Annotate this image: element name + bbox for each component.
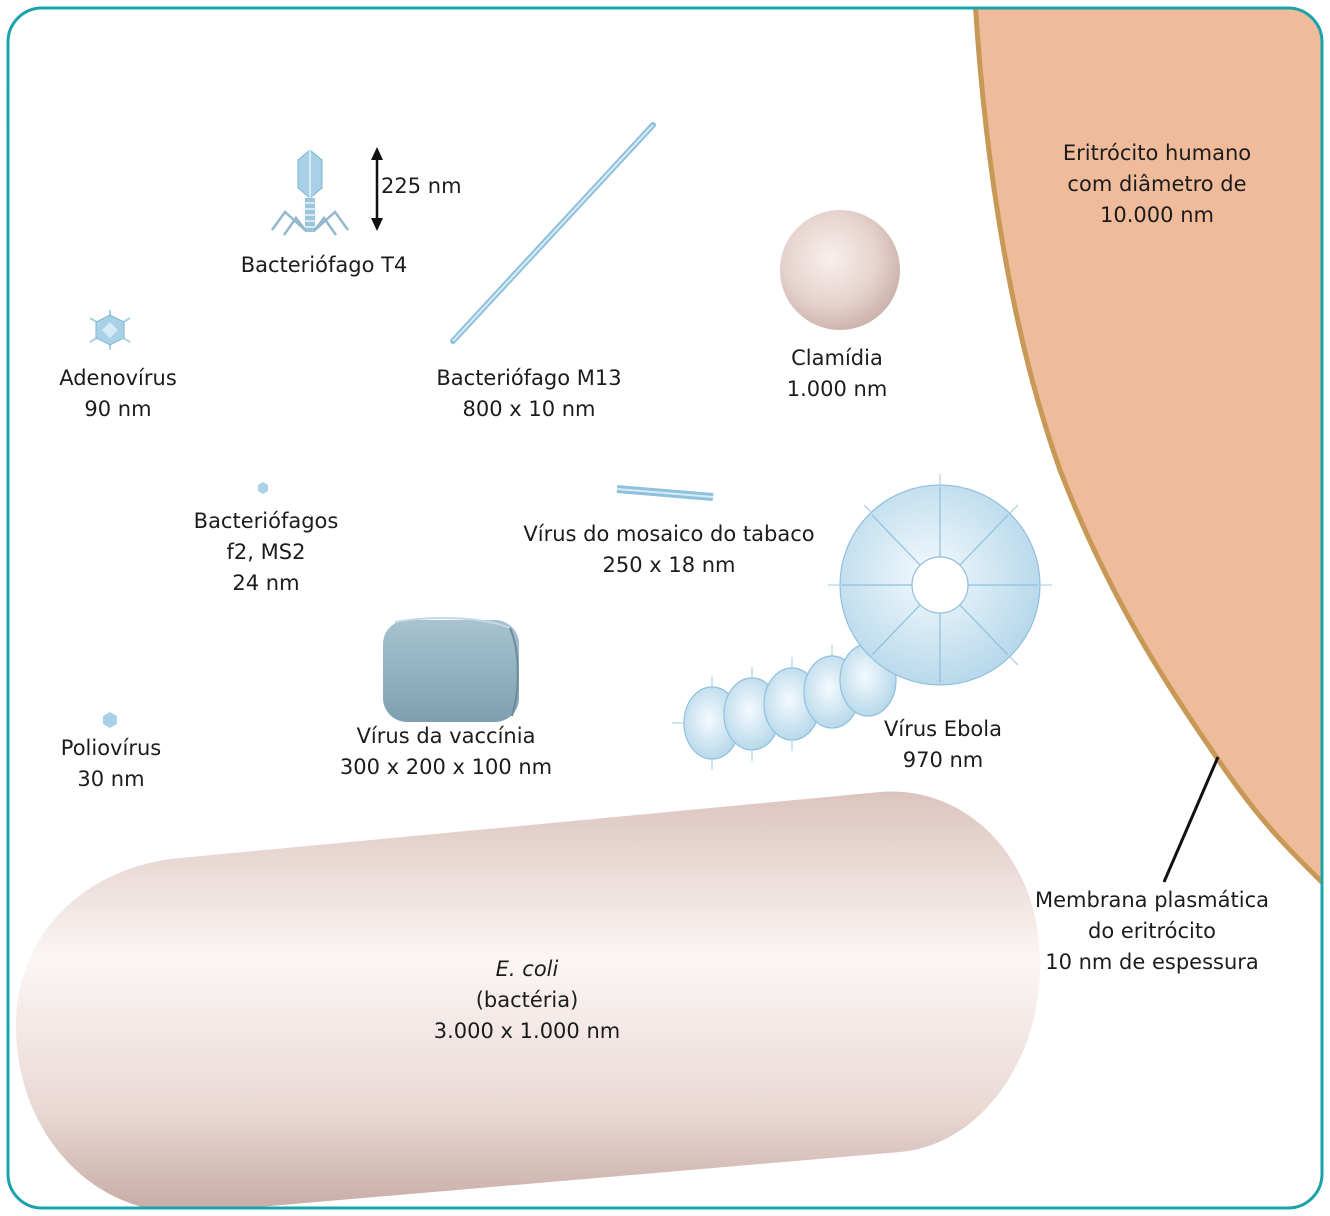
- erythrocyte-shape: [975, 0, 1330, 900]
- vaccinia-label: Vírus da vaccínia 300 x 200 x 100 nm: [340, 721, 552, 783]
- ecoli-label: E. coli (bactéria) 3.000 x 1.000 nm: [434, 954, 620, 1047]
- poliovirus-size: 30 nm: [61, 764, 161, 795]
- f2-line2: f2, MS2: [194, 537, 339, 568]
- vaccinia-size: 300 x 200 x 100 nm: [340, 752, 552, 783]
- adenovirus-name: Adenovírus: [59, 363, 177, 394]
- bacteriophage-f2-icon: [258, 482, 268, 494]
- poliovirus-icon: [103, 712, 117, 728]
- f2-line1: Bacteriófagos: [194, 506, 339, 537]
- ecoli-size: 3.000 x 1.000 nm: [434, 1016, 620, 1047]
- m13-label: Bacteriófago M13 800 x 10 nm: [436, 363, 621, 425]
- tmv-label: Vírus do mosaico do tabaco 250 x 18 nm: [523, 519, 814, 581]
- tmv-icon: [617, 489, 713, 497]
- ebola-name: Vírus Ebola: [884, 714, 1002, 745]
- chlamydia-size: 1.000 nm: [787, 374, 888, 405]
- chlamydia-name: Clamídia: [787, 343, 888, 374]
- bacteriophage-t4-icon: [272, 150, 348, 235]
- adenovirus-icon: [90, 310, 130, 350]
- erythrocyte-line2: com diâmetro de: [1063, 169, 1251, 200]
- ecoli-name: E. coli: [434, 954, 620, 985]
- t4-name-label: Bacteriófago T4: [241, 250, 408, 281]
- ebola-label: Vírus Ebola 970 nm: [884, 714, 1002, 776]
- poliovirus-label: Poliovírus 30 nm: [61, 733, 161, 795]
- t4-size-label: 225 nm: [381, 171, 462, 202]
- ecoli-kind: (bactéria): [434, 985, 620, 1016]
- membrane-pointer-line: [1164, 757, 1218, 882]
- bacteriophage-f2-label: Bacteriófagos f2, MS2 24 nm: [194, 506, 339, 599]
- membrane-line2: do eritrócito: [1035, 916, 1269, 947]
- chlamydia-label: Clamídia 1.000 nm: [787, 343, 888, 405]
- membrane-line3: 10 nm de espessura: [1035, 947, 1269, 978]
- vaccinia-name: Vírus da vaccínia: [340, 721, 552, 752]
- vaccinia-icon: [383, 618, 519, 722]
- membrane-line1: Membrana plasmática: [1035, 885, 1269, 916]
- adenovirus-label: Adenovírus 90 nm: [59, 363, 177, 425]
- adenovirus-size: 90 nm: [59, 394, 177, 425]
- erythrocyte-label: Eritrócito humano com diâmetro de 10.000…: [1063, 138, 1251, 231]
- chlamydia-icon: [780, 210, 900, 330]
- m13-size: 800 x 10 nm: [436, 394, 621, 425]
- tmv-name: Vírus do mosaico do tabaco: [523, 519, 814, 550]
- f2-line3: 24 nm: [194, 568, 339, 599]
- erythrocyte-line1: Eritrócito humano: [1063, 138, 1251, 169]
- erythrocyte-line3: 10.000 nm: [1063, 200, 1251, 231]
- ebola-size: 970 nm: [884, 745, 1002, 776]
- membrane-label: Membrana plasmática do eritrócito 10 nm …: [1035, 885, 1269, 978]
- poliovirus-name: Poliovírus: [61, 733, 161, 764]
- m13-name: Bacteriófago M13: [436, 363, 621, 394]
- tmv-size: 250 x 18 nm: [523, 550, 814, 581]
- bacteriophage-m13-icon: [453, 125, 653, 341]
